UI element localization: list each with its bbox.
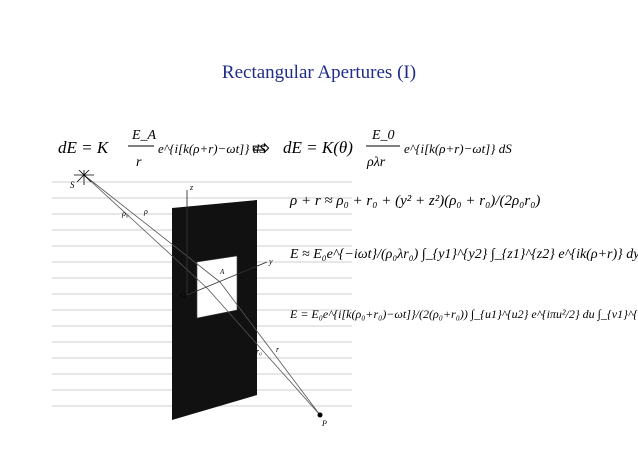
equation-2: dE = K(θ) E_0 ρλr e^{i[k(ρ+r)−ωt]} dS [283, 128, 512, 170]
label-s: S [70, 180, 75, 190]
eq1-lhs: dE = K [58, 138, 110, 157]
eq1-frac-den: r [136, 155, 142, 170]
equation-3: ρ + r ≈ ρ₀ + r₀ + (y² + z²)(ρ₀ + r₀)/(2ρ… [289, 193, 540, 209]
label-a: A [219, 268, 225, 276]
label-r: r [276, 345, 280, 354]
implication-arrow-icon: ⇨ [252, 135, 270, 160]
eq2-frac-num: E_0 [371, 128, 395, 143]
equation-5: E = E₀e^{i[k(ρ₀+r₀)−ωt]}/(2(ρ₀+r₀)) ∫_{u… [289, 307, 638, 321]
eq2-lhs: dE = K(θ) [283, 138, 353, 157]
aperture-diagram: S ρ₀ ρ z y A O r₀ r P [52, 170, 352, 428]
label-p: P [321, 419, 327, 428]
eq1-exp: e^{i[k(ρ+r)−ωt]} dS [158, 141, 266, 156]
label-z: z [189, 183, 194, 192]
label-rho: ρ [143, 207, 148, 216]
source-star-icon [74, 170, 94, 185]
point-p-icon [317, 412, 323, 418]
label-o: O [180, 291, 186, 300]
eq2-frac-den: ρλr [366, 155, 386, 170]
label-rho0: ρ₀ [121, 209, 129, 218]
label-y: y [268, 257, 273, 266]
equation-1: dE = K E_A r e^{i[k(ρ+r)−ωt]} dS [58, 128, 266, 170]
eq2-exp: e^{i[k(ρ+r)−ωt]} dS [404, 141, 512, 156]
rays [83, 174, 321, 416]
eq1-frac-num: E_A [131, 128, 157, 143]
equation-4: E ≈ E₀e^{−iωt}/(ρ₀λr₀) ∫_{y1}^{y2} ∫_{z1… [289, 247, 638, 262]
slide-title: Rectangular Apertures (I) [221, 62, 417, 83]
axes [186, 190, 268, 296]
label-r0: r₀ [256, 347, 262, 356]
